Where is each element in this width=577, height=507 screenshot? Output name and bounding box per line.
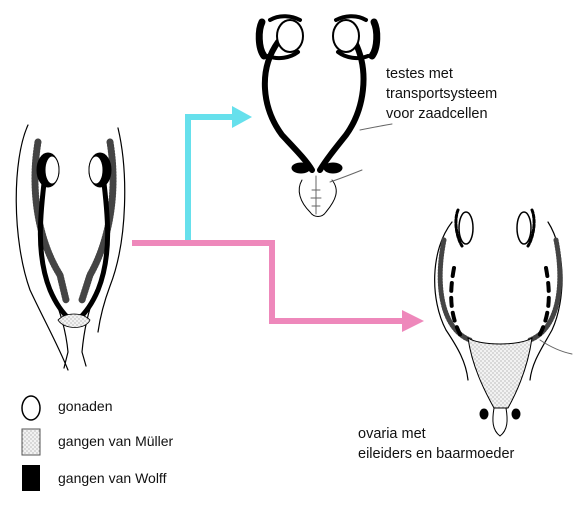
female-label-line-1: ovaria met xyxy=(358,424,514,444)
male-label-line-1: testes met xyxy=(386,64,497,84)
female-system xyxy=(435,210,572,436)
legend-wolff-symbol xyxy=(22,465,40,491)
male-label-line-3: voor zaadcellen xyxy=(386,104,497,124)
female-label: ovaria met eileiders en baarmoeder xyxy=(358,424,514,464)
undifferentiated-system xyxy=(16,125,124,370)
male-system xyxy=(259,16,392,216)
male-label: testes met transportsysteem voor zaadcel… xyxy=(386,64,497,124)
legend-wolff-label: gangen van Wolff xyxy=(58,470,166,486)
legend-gonad-label: gonaden xyxy=(58,398,113,414)
arrow-to-female xyxy=(132,243,424,332)
legend-muller-label: gangen van Müller xyxy=(58,433,173,449)
legend-muller-symbol xyxy=(22,429,40,455)
arrow-to-male xyxy=(188,106,252,243)
female-label-line-2: eileiders en baarmoeder xyxy=(358,444,514,464)
legend-symbols xyxy=(22,396,40,491)
legend-gonad-symbol xyxy=(22,396,40,420)
male-label-line-2: transportsysteem xyxy=(386,84,497,104)
